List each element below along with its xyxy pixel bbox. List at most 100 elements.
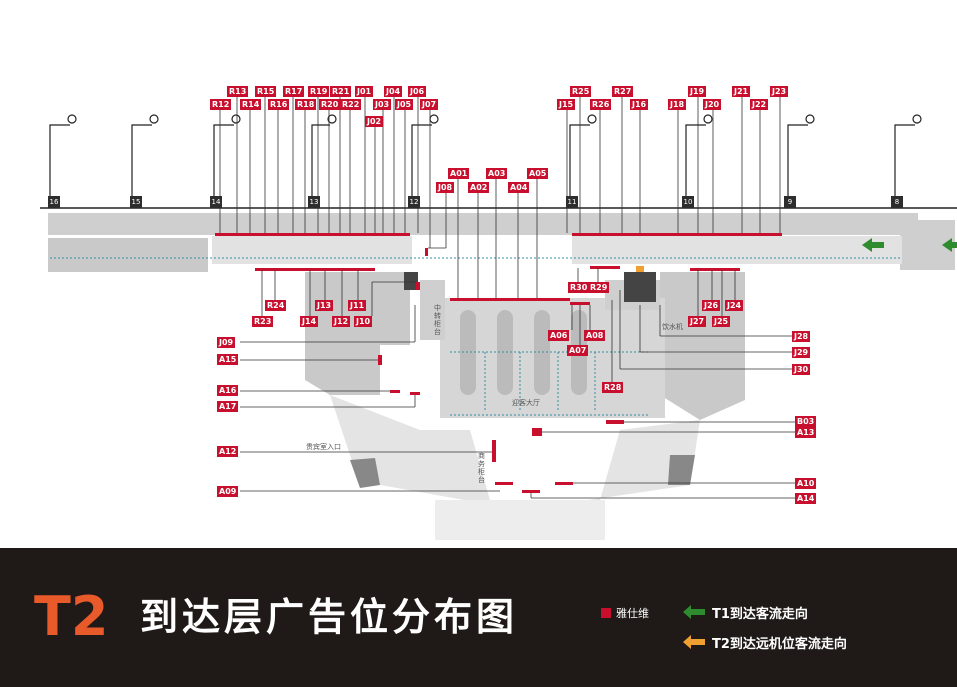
yellow-arrow-icon (683, 635, 705, 649)
ad-label: J30 (792, 364, 811, 375)
stand-12-marker (429, 114, 439, 124)
ad-a14 (522, 490, 540, 493)
ad-label: A05 (527, 168, 549, 179)
stand-13 (311, 124, 330, 208)
west-walkway (212, 236, 412, 264)
ad-label: J01 (355, 86, 374, 97)
stand-8-marker (912, 114, 922, 124)
ad-label: R18 (295, 99, 317, 110)
ad-label: R13 (227, 86, 249, 97)
ad-label: J26 (702, 300, 721, 311)
stand-13-marker (327, 114, 337, 124)
ad-label: A14 (795, 493, 817, 504)
pier-corridor (48, 213, 918, 235)
area-transfer-counter: 中转柜台 (434, 304, 441, 336)
ad-label: A17 (217, 401, 239, 412)
legend-item-yashiwei: 雅仕维 (616, 607, 649, 620)
ad-label: J04 (384, 86, 403, 97)
pier-west-block (48, 238, 208, 272)
west-stairs (404, 272, 418, 290)
ad-a13 (532, 428, 542, 436)
ad-label: A02 (468, 182, 490, 193)
ad-label: J21 (732, 86, 751, 97)
ad-strip-east-lower (690, 268, 740, 271)
ad-strip-east-upper (572, 233, 782, 236)
ad-label: J20 (703, 99, 722, 110)
bay-16: 16 (48, 196, 60, 208)
ad-label: J29 (792, 347, 811, 358)
stand-12 (411, 124, 432, 208)
stand-10 (685, 124, 706, 208)
ad-label: A01 (448, 168, 470, 179)
ad-a16 (390, 390, 400, 393)
transfer-counter (420, 280, 445, 340)
aircraft-stands (49, 114, 922, 208)
ad-strip-hall-top (450, 298, 570, 301)
ad-label: J12 (332, 316, 351, 327)
south-exit (435, 500, 605, 540)
ad-label: R27 (612, 86, 634, 97)
legend-item-t1-flow: T1到达客流走向 (712, 607, 808, 622)
stand-9 (787, 124, 808, 208)
ad-label: R29 (588, 282, 610, 293)
ad-label: R25 (570, 86, 592, 97)
stand-14 (213, 124, 234, 208)
ad-label: A09 (217, 486, 239, 497)
ad-strip-west-lower (255, 268, 375, 271)
title-text: 到达层广告位分布图 (140, 595, 519, 639)
ad-positions (215, 233, 782, 493)
ad-label: J03 (373, 99, 392, 110)
east-hall-block (660, 272, 745, 420)
stand-16-marker (67, 114, 77, 124)
bay-10: 10 (682, 196, 694, 208)
ad-label: A16 (217, 385, 239, 396)
ad-label: R28 (602, 382, 624, 393)
bay-8: 8 (891, 196, 903, 208)
ad-a12 (492, 440, 496, 462)
ad-label: R30 (568, 282, 590, 293)
area-greeting-hall: 迎客大厅 (512, 399, 540, 407)
ad-strip-west-upper (215, 233, 410, 236)
ad-label: J07 (420, 99, 439, 110)
greeting-hall (330, 395, 700, 510)
ad-j10 (416, 282, 420, 290)
stand-16 (49, 124, 70, 208)
ad-label: A04 (508, 182, 530, 193)
ad-label: J06 (408, 86, 427, 97)
ad-label: R21 (330, 86, 352, 97)
ad-label: A07 (567, 345, 589, 356)
ad-label: J11 (348, 300, 367, 311)
stand-11-marker (587, 114, 597, 124)
green-arrow-1 (862, 238, 884, 252)
bay-9: 9 (784, 196, 796, 208)
ad-label: J15 (557, 99, 576, 110)
ad-strip-a06-a08 (570, 302, 590, 305)
ad-label: J10 (354, 316, 373, 327)
ad-label: B03 (795, 416, 817, 427)
legend-item-t2-flow: T2到达远机位客流走向 (712, 637, 847, 652)
ad-j08 (425, 248, 428, 256)
area-vip-entrance: 贵宾室入口 (306, 443, 341, 451)
floor-plan-drawing (40, 95, 957, 540)
stand-9-marker (805, 114, 815, 124)
title-code: T2 (34, 585, 109, 648)
stand-14-marker (231, 114, 241, 124)
ad-label: R20 (319, 99, 341, 110)
stand-15 (131, 124, 152, 208)
ad-label: J14 (300, 316, 319, 327)
ad-label: J02 (365, 116, 384, 127)
stand-15-marker (149, 114, 159, 124)
green-arrow-icon (683, 605, 705, 619)
ad-a17 (410, 392, 420, 395)
ad-a09 (495, 482, 513, 485)
ad-label: R23 (252, 316, 274, 327)
ad-a15 (378, 355, 382, 365)
ad-label: J24 (725, 300, 744, 311)
east-escalator (668, 455, 695, 485)
east-walkway (572, 236, 902, 264)
ad-label: R15 (255, 86, 277, 97)
green-arrow-2 (942, 238, 957, 252)
ad-label: J09 (217, 337, 236, 348)
ad-label: J27 (688, 316, 707, 327)
ad-label: A15 (217, 354, 239, 365)
